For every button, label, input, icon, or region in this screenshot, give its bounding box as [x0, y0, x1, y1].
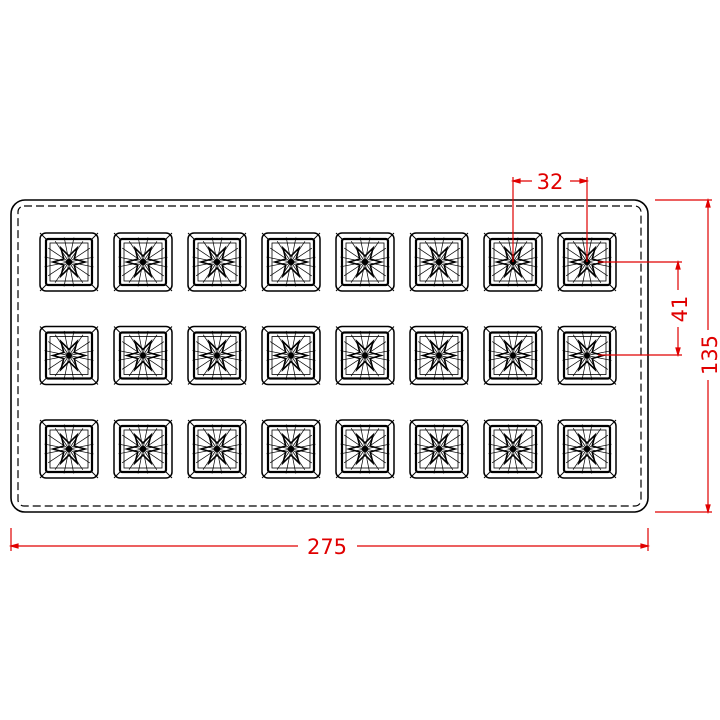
dimension-column-pitch [510, 177, 590, 262]
dimension-overall-width [8, 528, 651, 551]
cavity [557, 419, 617, 479]
star-relief [494, 339, 532, 372]
star-relief [272, 339, 310, 372]
cavity-grid [39, 232, 617, 479]
cavity [335, 232, 395, 292]
star-relief [494, 245, 532, 279]
star-relief [420, 432, 458, 466]
star-relief [346, 339, 384, 372]
star-relief [198, 432, 236, 466]
star-relief [568, 432, 606, 466]
star-relief [420, 339, 458, 372]
cavity [483, 232, 543, 292]
dimension-row-pitch [598, 259, 682, 358]
cavity [409, 419, 469, 479]
cavity [557, 325, 617, 386]
star-relief [50, 245, 88, 279]
column-pitch-label: 32 [537, 170, 564, 194]
star-relief [272, 432, 310, 466]
star-relief [346, 245, 384, 279]
cavity [187, 232, 247, 292]
star-relief [50, 339, 88, 372]
star-relief [124, 245, 162, 279]
row-pitch-label: 41 [668, 296, 692, 323]
cavity [335, 419, 395, 479]
cavity [39, 419, 99, 479]
star-relief [198, 339, 236, 372]
cavity [113, 232, 173, 292]
cavity [261, 419, 321, 479]
dimension-overall-height [655, 197, 712, 515]
star-relief [198, 245, 236, 279]
star-relief [568, 339, 606, 372]
cavity [187, 325, 247, 386]
star-relief [346, 432, 384, 466]
cavity [483, 419, 543, 479]
tray-inner-dashed-edge [17, 205, 642, 507]
cavity [409, 325, 469, 386]
star-relief [124, 432, 162, 466]
overall-width-label: 275 [307, 535, 347, 559]
cavity [39, 232, 99, 292]
cavity [113, 325, 173, 386]
star-relief [124, 339, 162, 372]
cavity [409, 232, 469, 292]
tray-outline [10, 199, 649, 513]
cavity [483, 325, 543, 386]
cavity [113, 419, 173, 479]
star-relief [272, 245, 310, 279]
cavity [261, 325, 321, 386]
overall-height-label: 135 [698, 335, 720, 375]
tray-outer-edge [10, 199, 649, 513]
star-relief [50, 432, 88, 466]
star-relief [420, 245, 458, 279]
cavity [261, 232, 321, 292]
cavity [335, 325, 395, 386]
cavity [187, 419, 247, 479]
cavity [39, 325, 99, 386]
star-relief [494, 432, 532, 466]
star-relief [568, 245, 606, 279]
